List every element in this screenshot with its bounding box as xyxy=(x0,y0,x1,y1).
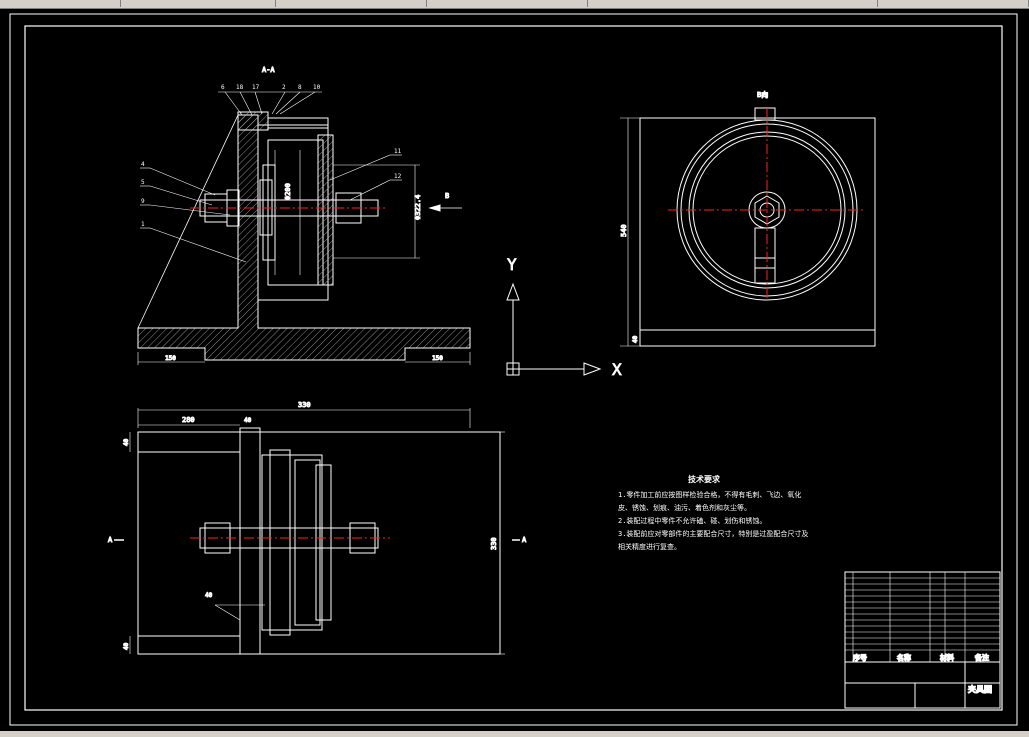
tb-header-material: 材料 xyxy=(939,653,954,662)
title-block-frame xyxy=(844,571,1001,709)
status-bar xyxy=(0,731,1029,737)
dim-plan-height: 330 xyxy=(490,537,498,550)
leader-1 xyxy=(149,227,247,263)
dim-rv-height: 540 xyxy=(620,224,628,237)
tech-req-line: 皮、锈蚀、划痕、油污、着色剂和灰尘等。 xyxy=(618,503,751,512)
dim-inner-dia: Φ200 xyxy=(284,183,292,200)
view-b: B向 540 40 xyxy=(620,90,876,347)
part-number: 8 xyxy=(298,84,302,91)
part-number: 1 xyxy=(141,221,145,228)
dim-overall-width: 330 xyxy=(298,401,311,409)
tech-req-line: 3.装配前应对零部件的主要配合尺寸，特别是过盈配合尺寸及 xyxy=(618,529,808,538)
dim-bottom-height: 40 xyxy=(123,642,130,650)
tech-req-title: 技术要求 xyxy=(688,474,721,484)
tech-req-line: 相关精度进行复查。 xyxy=(618,542,681,551)
drawing-name: 夹具图 xyxy=(968,684,992,694)
tech-req-line: 1.零件加工前应按图样检验合格，不得有毛刺、飞边、氧化 xyxy=(618,490,801,499)
toolbar-segment[interactable] xyxy=(121,0,277,7)
angle-bracket xyxy=(137,114,471,361)
outer-frame xyxy=(9,13,1018,726)
section-mark-left: A xyxy=(108,536,113,544)
dim-small: 40 xyxy=(205,592,213,599)
toolbar-segment[interactable] xyxy=(276,0,428,7)
toolbar-segment[interactable] xyxy=(427,0,588,7)
part-number: 17 xyxy=(252,84,260,91)
ucs-icon: Y X xyxy=(506,255,622,379)
spoke-clamp xyxy=(754,227,776,284)
dim-base-left: 150 xyxy=(165,355,176,362)
toolbar-segment[interactable] xyxy=(588,0,879,7)
dim-top-margin: 40 xyxy=(123,438,130,446)
tb-header-no: 序号 xyxy=(852,653,867,662)
part-number-labels: 6 18 17 2 8 10 4 5 9 1 11 12 xyxy=(141,84,402,228)
arrow-b-label: B xyxy=(445,192,449,200)
dim-rv-bottom: 40 xyxy=(632,335,639,343)
section-title: A-A xyxy=(262,66,275,74)
hub xyxy=(262,164,276,261)
inner-frame xyxy=(24,25,1003,711)
dim-wheel-dia: Φ322.4 xyxy=(414,195,422,220)
plan-view: 330 280 40 40 40 330 40 A A xyxy=(108,401,528,655)
plate-outline xyxy=(639,117,876,347)
plan-outline xyxy=(137,431,501,655)
leader-4 xyxy=(149,167,216,196)
y-axis-label: Y xyxy=(507,255,517,274)
leader-5 xyxy=(149,185,213,206)
title-block: 序号 名称 材料 备注 夹具图 xyxy=(844,571,1001,709)
gusset-line xyxy=(137,114,239,329)
part-number: 18 xyxy=(236,84,244,91)
dim-plate-gap: 40 xyxy=(244,417,252,424)
part-number: 12 xyxy=(394,173,402,180)
wheel-flange xyxy=(317,134,334,286)
dim-base-right: 150 xyxy=(432,355,443,362)
leader-9 xyxy=(149,204,231,216)
leader-11 xyxy=(329,154,391,181)
upright-plate xyxy=(239,427,261,655)
part-number: 10 xyxy=(313,84,321,91)
x-axis-label: X xyxy=(612,360,622,379)
part-number: 6 xyxy=(221,84,225,91)
part-number: 2 xyxy=(282,84,286,91)
view-b-label: B向 xyxy=(757,90,768,99)
wheel-plan xyxy=(261,454,323,631)
part-number: 9 xyxy=(141,198,145,205)
top-clamp-plate xyxy=(267,117,329,129)
section-mark-right: A xyxy=(522,536,527,544)
tb-header-remark: 备注 xyxy=(974,653,989,662)
part-number: 5 xyxy=(141,179,145,186)
dim-left-offset: 280 xyxy=(182,416,195,424)
section-view: A-A Φ322.4 Φ2 xyxy=(137,66,471,365)
part-number: 11 xyxy=(394,148,402,155)
top-clamp xyxy=(237,111,269,131)
toolbar-segment[interactable] xyxy=(0,0,121,7)
tech-req-line: 2.装配过程中零件不允许磕、碰、划伤和锈蚀。 xyxy=(618,516,766,525)
tb-header-name: 名称 xyxy=(897,653,911,662)
technical-requirements: 技术要求 1.零件加工前应按图样检验合格，不得有毛刺、飞边、氧化 皮、锈蚀、划痕… xyxy=(618,474,808,551)
wheel-body xyxy=(267,139,324,286)
part-number: 4 xyxy=(141,161,145,168)
leader-12 xyxy=(349,179,391,201)
